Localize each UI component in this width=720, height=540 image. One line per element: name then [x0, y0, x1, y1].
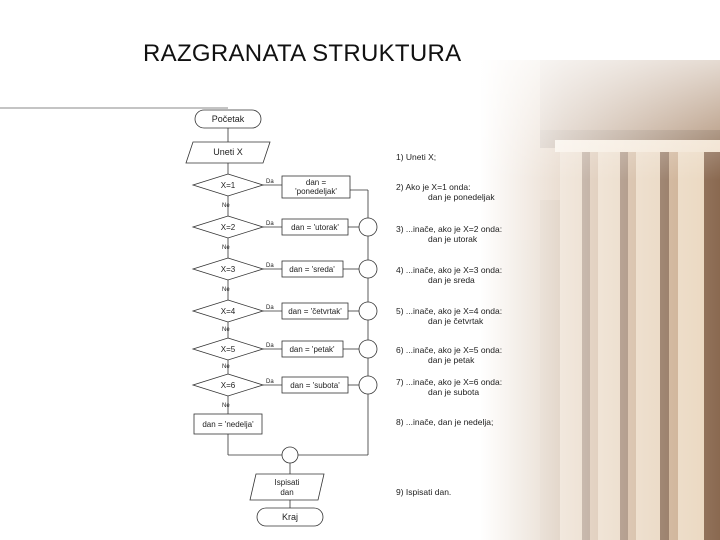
start-terminal: Početak: [194, 109, 262, 129]
no-label-3: Ne: [222, 287, 230, 293]
assign-box-6: dan = 'subota': [281, 376, 349, 394]
decision-6: X=6: [191, 373, 265, 397]
output-parallelogram: Ispisati dan: [249, 473, 325, 501]
step-5: 5) ...inače, ako je X=4 onda: dan je čet…: [396, 306, 502, 326]
step-2-text: 2) Ako je X=1 onda:: [396, 182, 471, 192]
no-label-5: Ne: [222, 364, 230, 370]
step-4-text: 4) ...inače, ako je X=3 onda:: [396, 265, 503, 275]
step-3-subtext: dan je utorak: [428, 234, 478, 244]
decision-4: X=4: [191, 299, 265, 323]
step-6: 6) ...inače, ako je X=5 onda: dan je pet…: [396, 345, 502, 365]
assign-4-text: dan = 'četvrtak': [288, 307, 342, 316]
assign-5-text: dan = 'petak': [289, 345, 335, 354]
step-2: 2) Ako je X=1 onda: dan je ponedeljak: [396, 182, 495, 202]
assign-box-2: dan = 'utorak': [281, 218, 349, 236]
final-merge-node: [281, 446, 299, 464]
step-7-subtext: dan je subota: [428, 387, 480, 397]
no-label-1: Ne: [222, 203, 230, 209]
else-assign-box: dan = 'nedelja': [193, 413, 263, 435]
no-label-6: Ne: [222, 403, 230, 409]
step-9: 9) Ispisati dan.: [396, 487, 451, 497]
start-label: Početak: [212, 114, 245, 124]
assign-box-5: dan = 'petak': [281, 340, 344, 358]
step-2-subtext: dan je ponedeljak: [428, 192, 495, 202]
merge-node-4: [358, 301, 378, 321]
step-6-text: 6) ...inače, ako je X=5 onda:: [396, 345, 503, 355]
step-7-text: 7) ...inače, ako je X=6 onda:: [396, 377, 503, 387]
no-label-4: Ne: [222, 327, 230, 333]
input-parallelogram: Uneti X: [185, 141, 271, 164]
step-7: 7) ...inače, ako je X=6 onda: dan je sub…: [396, 377, 502, 397]
merge-node-2: [358, 217, 378, 237]
assign-2-text: dan = 'utorak': [291, 223, 339, 232]
yes-label-3: Da: [266, 263, 274, 269]
output-line-1: Ispisati: [275, 478, 300, 487]
step-3-text: 3) ...inače, ako je X=2 onda:: [396, 224, 503, 234]
step-9-text: 9) Ispisati dan.: [396, 487, 452, 497]
assign-box-3: dan = 'sreda': [281, 260, 344, 278]
step-4: 4) ...inače, ako je X=3 onda: dan je sre…: [396, 265, 502, 285]
yes-label-2: Da: [266, 221, 274, 227]
yes-label-6: Da: [266, 379, 274, 385]
assign-1-line-1: dan =: [306, 178, 327, 187]
end-terminal: Kraj: [256, 507, 324, 527]
step-6-subtext: dan je petak: [428, 355, 475, 365]
step-1: 1) Uneti X;: [396, 152, 436, 162]
assign-1-line-2: 'ponedeljak': [295, 187, 337, 196]
step-8-text: 8) ...inače, dan je nedelja;: [396, 417, 494, 427]
step-1-text: 1) Uneti X;: [396, 152, 437, 162]
assign-box-1: dan = 'ponedeljak': [281, 175, 351, 199]
yes-label-1: Da: [266, 179, 274, 185]
merge-node-3: [358, 259, 378, 279]
decision-3-cond: X=3: [221, 265, 236, 274]
step-8: 8) ...inače, dan je nedelja;: [396, 417, 493, 427]
step-5-text: 5) ...inače, ako je X=4 onda:: [396, 306, 503, 316]
end-label: Kraj: [282, 512, 298, 522]
assign-box-4: dan = 'četvrtak': [281, 302, 349, 320]
merge-node-5: [358, 339, 378, 359]
step-5-subtext: dan je četvrtak: [428, 316, 484, 326]
decision-1-cond: X=1: [221, 181, 236, 190]
decision-5: X=5: [191, 337, 265, 361]
decision-1: X=1: [191, 173, 265, 197]
decision-4-cond: X=4: [221, 307, 236, 316]
decision-2-cond: X=2: [221, 223, 236, 232]
output-line-2: dan: [280, 488, 293, 497]
decision-6-cond: X=6: [221, 381, 236, 390]
merge-node-6: [358, 375, 378, 395]
assign-3-text: dan = 'sreda': [289, 265, 335, 274]
yes-label-5: Da: [266, 343, 274, 349]
else-assign-text: dan = 'nedelja': [202, 420, 254, 429]
slide-title: RAZGRANATA STRUKTURA: [143, 40, 462, 67]
decision-3: X=3: [191, 257, 265, 281]
input-label: Uneti X: [213, 147, 243, 157]
step-4-subtext: dan je sreda: [428, 275, 475, 285]
no-label-2: Ne: [222, 245, 230, 251]
decision-2: X=2: [191, 215, 265, 239]
decision-5-cond: X=5: [221, 345, 236, 354]
assign-6-text: dan = 'subota': [290, 381, 340, 390]
yes-label-4: Da: [266, 305, 274, 311]
step-3: 3) ...inače, ako je X=2 onda: dan je uto…: [396, 224, 502, 244]
